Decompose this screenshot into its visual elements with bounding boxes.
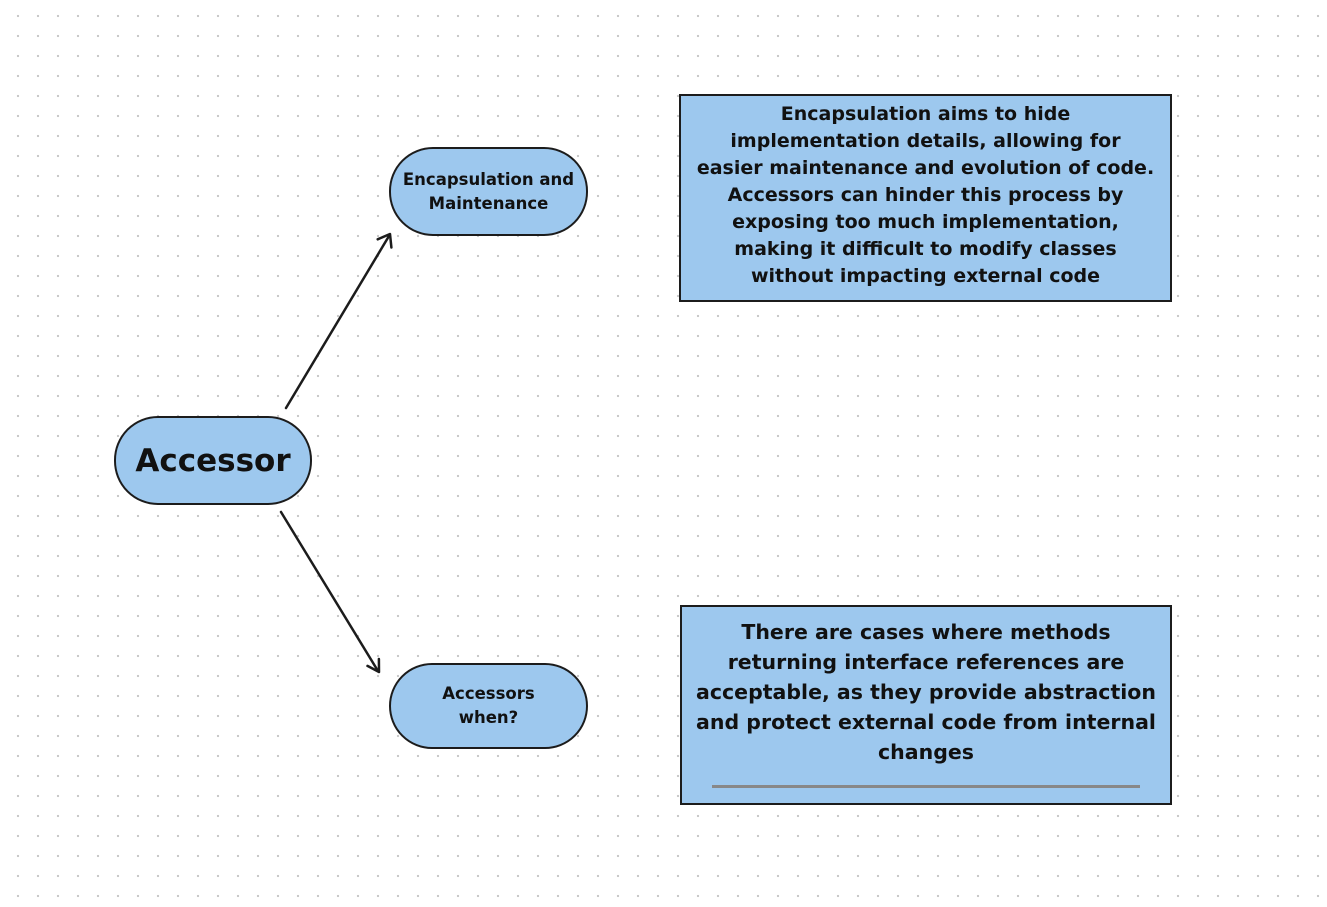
note-accessors-when-text: There are cases where methods returning …: [696, 619, 1156, 764]
node-encapsulation-and-maintenance[interactable]: Encapsulation and Maintenance: [389, 147, 588, 236]
arrow-accessor-to-encapsulation[interactable]: [284, 232, 393, 410]
arrowhead-accessors-when-icon: [366, 657, 381, 674]
node-accessors-when-label: Accessors when?: [442, 684, 535, 727]
note-encapsulation[interactable]: Encapsulation aims to hide implementatio…: [679, 94, 1172, 302]
note-divider: [712, 784, 1140, 788]
arrow-line-accessor-to-accessors-when: [279, 510, 380, 673]
arrow-accessor-to-accessors-when[interactable]: [279, 510, 381, 674]
arrow-line-accessor-to-encapsulation: [284, 234, 391, 410]
node-accessor-label: Accessor: [135, 442, 291, 479]
arrowhead-encapsulation-icon: [376, 232, 393, 249]
note-encapsulation-text: Encapsulation aims to hide implementatio…: [696, 102, 1155, 287]
node-accessors-when[interactable]: Accessors when?: [389, 663, 588, 749]
note-accessors-when[interactable]: There are cases where methods returning …: [680, 605, 1172, 805]
node-accessor[interactable]: Accessor: [114, 416, 312, 505]
node-encapsulation-label: Encapsulation and Maintenance: [402, 169, 575, 213]
